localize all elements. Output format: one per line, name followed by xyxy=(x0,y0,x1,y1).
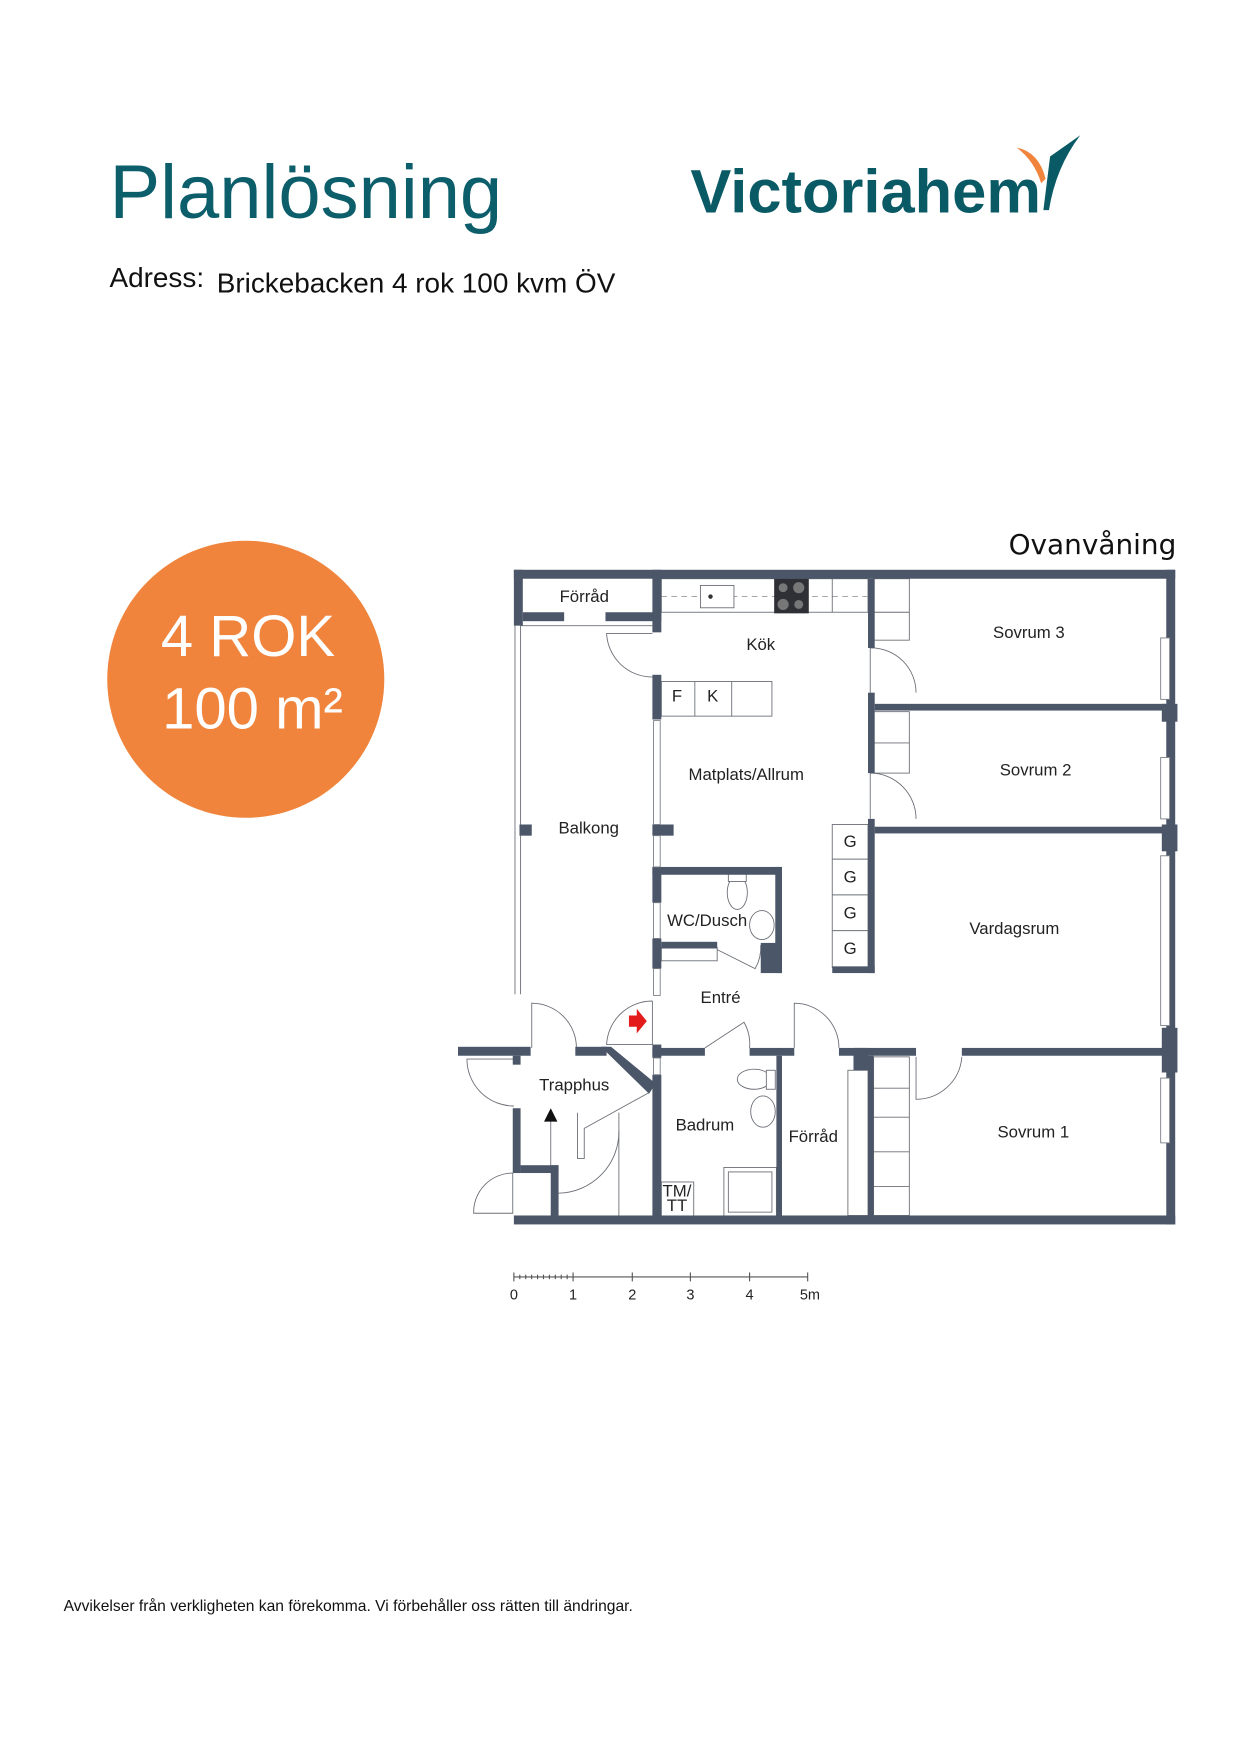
door xyxy=(704,1021,751,1049)
walls xyxy=(458,569,1178,1225)
address-value: Brickebacken 4 rok 100 kvm ÖV xyxy=(217,268,616,299)
badge-rooms: 4 ROK xyxy=(161,604,336,669)
window xyxy=(653,1057,661,1076)
wardrobe xyxy=(873,578,910,641)
fridge-label: F xyxy=(672,687,682,706)
door xyxy=(716,945,762,970)
shelf xyxy=(660,946,718,962)
logo-swoosh-orange-icon xyxy=(1016,147,1046,184)
sink-icon xyxy=(699,584,735,609)
toilet-icon xyxy=(736,1068,772,1090)
victoriahem-logo: Victoriahem xyxy=(690,135,1081,226)
wardrobe-label: G xyxy=(844,939,857,958)
scale-label: 4 xyxy=(746,1287,754,1303)
stair-arrow-icon xyxy=(544,1108,558,1122)
door xyxy=(558,1130,620,1194)
floor-plan: F K G G G G TM/ TT xyxy=(458,569,1178,1225)
room-label-balkong: Balkong xyxy=(558,818,619,837)
badge-area: 100 m² xyxy=(162,676,343,741)
logo-swoosh-teal-icon xyxy=(1043,135,1081,211)
scale-label: 2 xyxy=(628,1287,636,1303)
page-title: Planlösning xyxy=(109,150,502,235)
washbasin-icon xyxy=(750,1095,776,1128)
window xyxy=(653,720,661,825)
wardrobe xyxy=(873,1056,910,1216)
kitchen-counter xyxy=(660,578,869,613)
room-label-forrad: Förråd xyxy=(560,587,609,606)
doors xyxy=(466,633,963,1214)
g-wardrobe: G G G G xyxy=(831,824,869,968)
door xyxy=(531,1002,577,1048)
wardrobe-label: G xyxy=(844,832,857,851)
washer-label: TM/ xyxy=(663,1181,692,1200)
wardrobe xyxy=(873,711,910,774)
door xyxy=(473,1172,514,1214)
shower-icon xyxy=(723,1167,777,1218)
room-label-forrad-2: Förråd xyxy=(789,1127,838,1146)
room-label-vardagsrum: Vardagsrum xyxy=(969,919,1059,938)
freezer-label: K xyxy=(707,687,718,706)
scale-label: 0 xyxy=(510,1287,518,1303)
scale-bar xyxy=(513,1272,809,1282)
floor-label: Ovanvåning xyxy=(1009,528,1177,561)
door xyxy=(915,1056,963,1100)
room-label-kok: Kök xyxy=(746,635,775,654)
disclaimer: Avvikelser från verkligheten kan förekom… xyxy=(64,1597,633,1615)
size-badge xyxy=(107,540,385,818)
window xyxy=(1160,757,1171,820)
room-label-entre: Entré xyxy=(701,988,741,1007)
washer-dryer-box xyxy=(660,1181,695,1218)
door xyxy=(869,772,917,819)
entrance-arrow-icon xyxy=(628,1008,647,1034)
door xyxy=(466,1058,514,1107)
wardrobe-label: G xyxy=(844,903,857,922)
window xyxy=(653,902,661,939)
door xyxy=(606,633,653,678)
entrance-door xyxy=(606,1000,653,1046)
fridge-freezer-unit xyxy=(660,681,773,717)
window xyxy=(1160,855,1171,1027)
address-label: Adress: xyxy=(109,262,204,293)
door xyxy=(869,647,917,693)
door xyxy=(793,1002,840,1048)
washbasin-icon xyxy=(749,910,775,941)
window xyxy=(653,835,661,868)
room-label-sovrum-2: Sovrum 2 xyxy=(1000,760,1072,779)
room-label-badrum: Badrum xyxy=(676,1116,735,1135)
window xyxy=(653,968,661,996)
dryer-label: TT xyxy=(667,1196,687,1215)
scale-label: 1 xyxy=(569,1287,577,1303)
storage-shelf xyxy=(847,1069,869,1216)
window xyxy=(1160,637,1171,700)
stair-outline xyxy=(577,1092,650,1159)
room-label-matplats: Matplats/Allrum xyxy=(689,765,804,784)
logo-text: Victoriahem xyxy=(690,157,1041,226)
room-label-trapphus: Trapphus xyxy=(539,1075,609,1094)
scale-label: 5m xyxy=(800,1287,820,1303)
windows xyxy=(653,637,1171,1144)
room-label-sovrum-1: Sovrum 1 xyxy=(997,1122,1069,1141)
room-label-sovrum-3: Sovrum 3 xyxy=(993,623,1065,642)
wardrobe-label: G xyxy=(844,868,857,887)
scale-label: 3 xyxy=(686,1287,694,1303)
room-label-wc: WC/Dusch xyxy=(667,911,747,930)
window xyxy=(1160,1077,1171,1144)
